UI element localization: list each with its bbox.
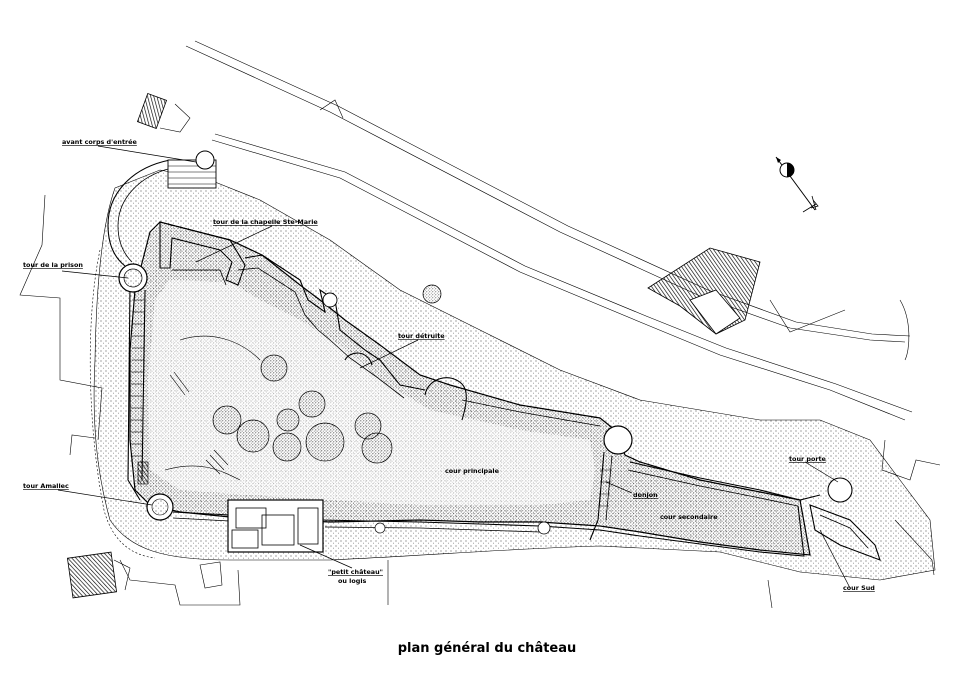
label-cour-sud: cour Sud: [843, 584, 875, 592]
north-rampart: [237, 254, 601, 427]
label-tour-amallec: tour Amallec: [23, 482, 69, 490]
label-cour-secondaire: cour secondaire: [660, 513, 718, 521]
plan-caption: plan général du château: [397, 641, 577, 656]
outbuildings: [66, 247, 761, 599]
label-donjon: donjon: [633, 491, 658, 499]
courtyard-paths: [164, 335, 261, 481]
tour-de-la-prison: [118, 263, 148, 293]
label-petit-chateau-1: "petit château": [328, 568, 383, 576]
compass-rose-icon: [775, 156, 819, 213]
west-rampart: [127, 284, 149, 501]
map-labels: avant corps d'entrée tour de la chapelle…: [23, 138, 875, 592]
label-tour-porte: tour porte: [789, 455, 827, 463]
petit-chateau-logis: [227, 499, 324, 553]
label-avant-corps: avant corps d'entrée: [62, 138, 138, 146]
entrance-forecourt: [107, 92, 217, 267]
tour-de-la-chapelle: [159, 221, 246, 286]
property-lines: [19, 194, 941, 609]
label-tour-chapelle: tour de la chapelle Ste-Marie: [213, 218, 318, 226]
label-tour-prison: tour de la prison: [23, 261, 83, 269]
label-petit-chateau-2: ou logis: [338, 577, 367, 585]
trees: [212, 284, 442, 464]
tour-amallec: [146, 493, 174, 521]
east-rampart: [599, 461, 881, 561]
south-rampart: [172, 511, 601, 535]
donjon: [589, 425, 633, 541]
label-leaders: [57, 145, 851, 589]
label-tour-detruite: tour détruite: [398, 332, 445, 340]
label-cour-principale: cour principale: [445, 467, 500, 475]
